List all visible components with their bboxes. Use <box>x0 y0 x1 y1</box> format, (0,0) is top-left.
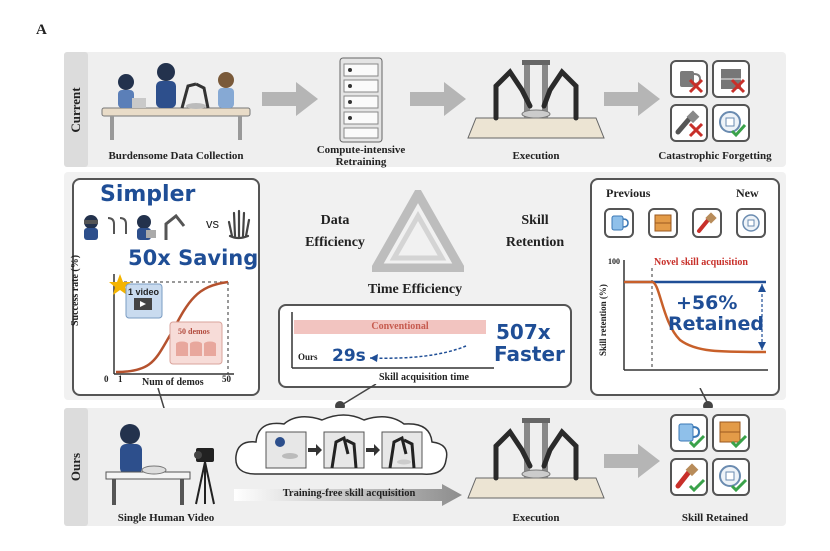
one-video-label: 1 video <box>128 287 160 297</box>
time-efficiency-plot <box>291 312 494 369</box>
y100-label: 100 <box>608 257 620 266</box>
drawer-tile <box>648 208 678 238</box>
ours-time-label: Ours <box>298 352 318 362</box>
previous-label: Previous <box>606 186 651 200</box>
mug-tile <box>670 414 708 452</box>
penrose-triangle-icon <box>372 190 464 272</box>
single-video-caption: Single Human Video <box>117 512 215 524</box>
vs-label: vs <box>206 216 219 231</box>
robot-execution-illustration <box>467 418 605 499</box>
plate-tile <box>712 104 750 142</box>
gain-value: +56% <box>676 292 738 314</box>
ours-time-value: 29s <box>332 346 366 366</box>
simpler-title: Simpler <box>100 182 196 207</box>
demo-devices-icon <box>84 213 186 240</box>
tick-0: 0 <box>104 374 109 384</box>
retention-ylabel: Skill retention (%) <box>598 284 608 356</box>
arrow-right-icon <box>262 82 318 116</box>
forgetting-tiles <box>670 60 750 144</box>
single-human-video-illustration <box>105 424 215 505</box>
data-collection-caption: Burdensome Data Collection <box>108 150 244 162</box>
brush-tile <box>692 208 722 238</box>
drawer-tile <box>712 60 750 98</box>
arrow-right-icon <box>410 82 466 116</box>
time-efficiency-card <box>278 304 572 388</box>
faster-label: Faster <box>494 342 565 366</box>
saving-title: 50x Saving <box>128 246 259 270</box>
conventional-label: Conventional <box>371 321 429 332</box>
mug-tile <box>670 60 708 98</box>
ours-row-label: Ours <box>64 408 88 526</box>
plate-tile <box>736 208 766 238</box>
skill-retention-label: Skill Retention <box>505 213 565 250</box>
skill-acq-xlabel: Skill acquisition time <box>378 372 469 383</box>
faster-value: 507x <box>496 320 551 344</box>
data-efficiency-card <box>72 178 260 396</box>
training-free-arrow <box>234 484 462 506</box>
hand-icon <box>227 209 251 240</box>
novel-skill-label: Novel skill acquisition <box>654 257 748 268</box>
robot-execution-illustration <box>467 60 605 139</box>
panel-letter: A <box>36 22 47 38</box>
brush-tile <box>670 104 708 142</box>
forgetting-caption: Catastrophic Forgetting <box>658 150 772 162</box>
retraining-caption: Compute-intensive Retraining <box>316 144 406 168</box>
mug-tile <box>604 208 634 238</box>
data-collection-illustration <box>101 63 251 140</box>
tick-50: 50 <box>222 374 231 384</box>
fifty-demos-label: 50 demos <box>178 327 210 336</box>
drawer-tile <box>712 414 750 452</box>
arrow-right-icon <box>604 444 660 478</box>
plate-tile <box>712 458 750 496</box>
time-efficiency-label: Time Efficiency <box>367 282 463 297</box>
brush-tile <box>670 458 708 496</box>
success-rate-ylabel: Success rate (%) <box>70 254 81 326</box>
success-rate-plot <box>109 274 234 375</box>
training-free-caption: Training-free skill acquisition <box>282 488 416 499</box>
execution-caption: Execution <box>512 150 560 162</box>
num-demos-xlabel: Num of demos <box>142 377 204 388</box>
retained-label: Retained <box>668 313 764 335</box>
new-label: New <box>736 186 759 200</box>
skill-retained-caption: Skill Retained <box>681 512 749 524</box>
arrow-right-icon <box>604 82 660 116</box>
server-icon <box>339 57 383 143</box>
retained-tiles <box>670 414 750 500</box>
data-efficiency-label: Data Efficiency <box>305 213 365 250</box>
training-free-cloud <box>235 414 448 475</box>
skill-retention-plot <box>623 260 768 371</box>
current-row-label: Current <box>64 52 88 167</box>
tick-1: 1 <box>118 374 123 384</box>
execution-ours-caption: Execution <box>512 512 560 524</box>
